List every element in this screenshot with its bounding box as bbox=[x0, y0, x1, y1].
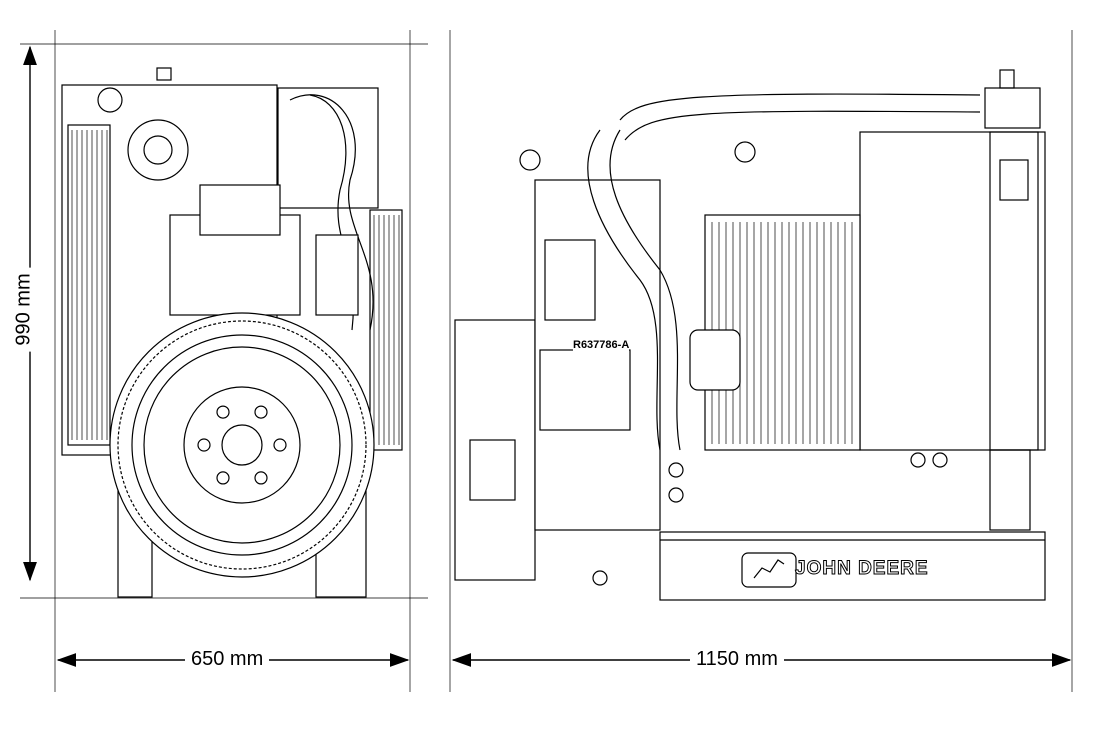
engine-front-view bbox=[61, 67, 403, 598]
length-dimension-label: 1150 mm bbox=[690, 648, 784, 671]
engine-side-view bbox=[454, 69, 1046, 601]
brand-logo-text: JOHN DEERE bbox=[795, 558, 929, 580]
width-dimension-label: 650 mm bbox=[185, 648, 270, 671]
part-number-label: R637786-A bbox=[573, 339, 630, 351]
height-dimension-label: 990 mm bbox=[12, 267, 36, 352]
deer-logo-icon bbox=[741, 552, 797, 588]
